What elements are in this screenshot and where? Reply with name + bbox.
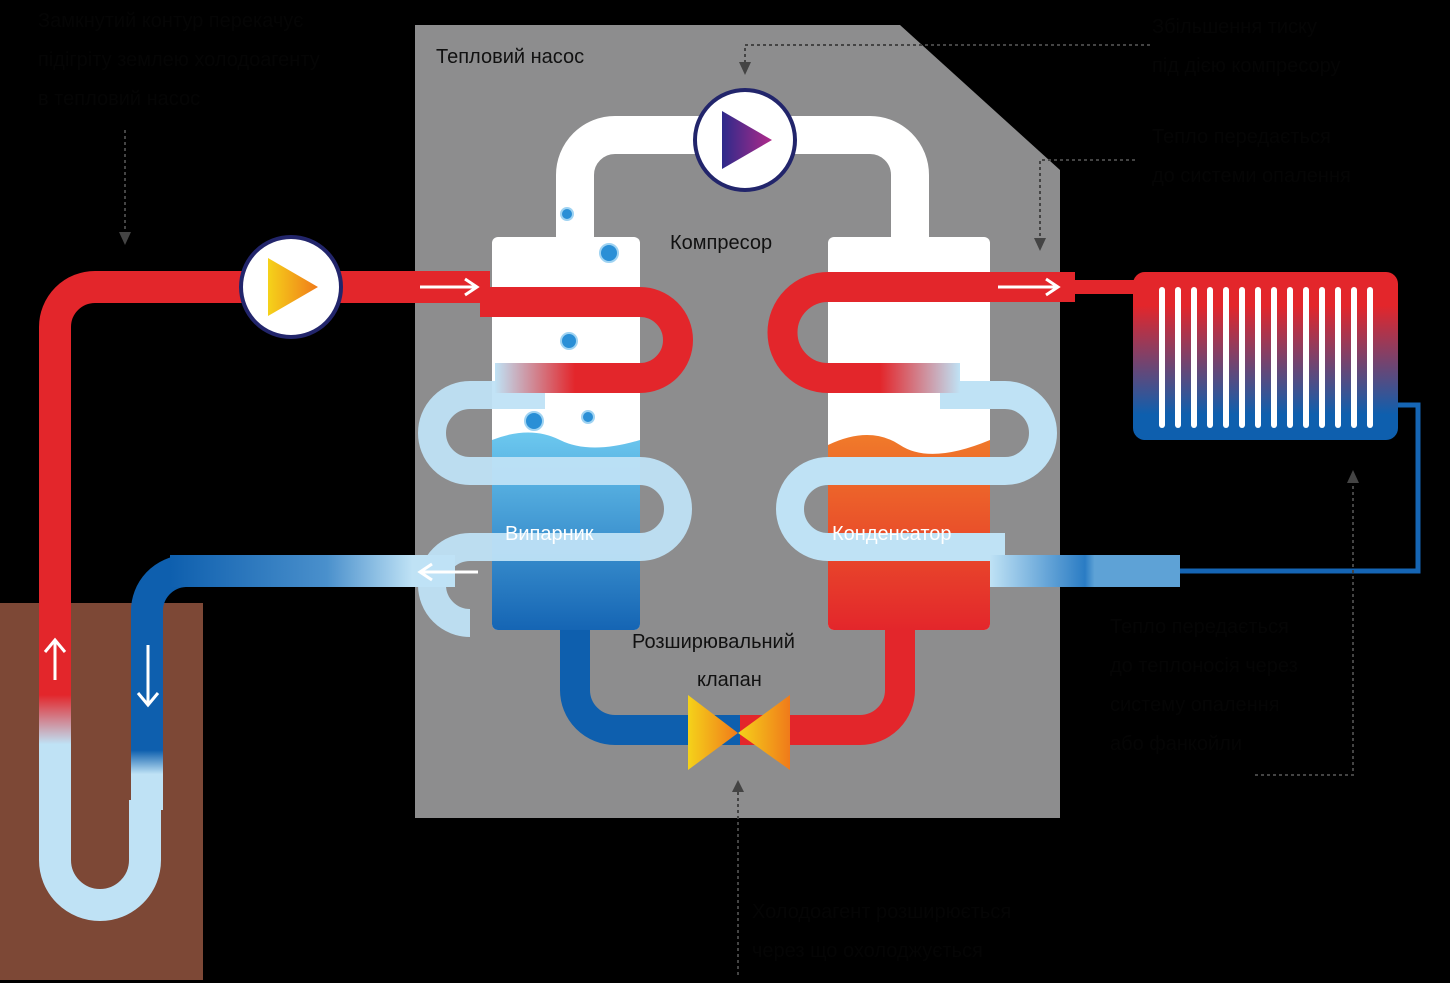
note-line: Тепло передається <box>1110 616 1289 638</box>
note-line: під дією компресору <box>1152 55 1341 77</box>
heating-return-pipe <box>990 555 1180 587</box>
note-line: Замкнутий контур перекачує <box>38 10 304 32</box>
expansion-valve-icon <box>688 695 738 770</box>
expansion-valve-label-1: Розширювальний <box>632 631 795 653</box>
note-line: Збільшення тиску <box>1152 16 1318 38</box>
ground <box>0 603 203 980</box>
note-compression: Збільшення тиску під дією компресору <box>1152 8 1341 86</box>
compressor-icon <box>693 88 797 192</box>
note-line: через що охолоджується <box>752 940 983 962</box>
note-line: або фанкойли <box>1110 733 1242 755</box>
note-line: Холодоагент розширюється <box>752 901 1012 923</box>
ground-loop-hot-pipe <box>39 271 490 921</box>
note-heating-system: Тепло передається до теплоносія через си… <box>1110 608 1298 764</box>
radiator <box>1133 272 1398 440</box>
note-line: систему опалення <box>1110 694 1280 716</box>
circulation-pump-icon <box>239 235 343 339</box>
heat-pump-label: Тепловий насос <box>436 46 585 68</box>
note-line: в тепловий насос <box>38 88 201 110</box>
note-line: Тепло передається <box>1152 126 1331 148</box>
note-line: до системи опалення <box>1152 165 1351 187</box>
note-line: підігріту землею холодоагенту <box>38 49 320 71</box>
expansion-valve-label-2: клапан <box>697 669 762 691</box>
note-line: до теплоносія через <box>1110 655 1298 677</box>
note-ground-loop: Замкнутий контур перекачує підігріту зем… <box>38 2 320 119</box>
condenser-label: Конденсатор <box>832 523 952 545</box>
evaporator-label: Випарник <box>505 523 594 545</box>
leader-lines <box>124 44 1354 975</box>
radiator-fins <box>1159 287 1373 428</box>
compressor-label: Компресор <box>670 232 773 254</box>
note-expansion: Холодоагент розширюється через що охолод… <box>752 893 1011 971</box>
note-heat-transfer: Тепло передається до системи опалення <box>1152 118 1351 196</box>
refrigerant-bubbles <box>524 207 619 431</box>
